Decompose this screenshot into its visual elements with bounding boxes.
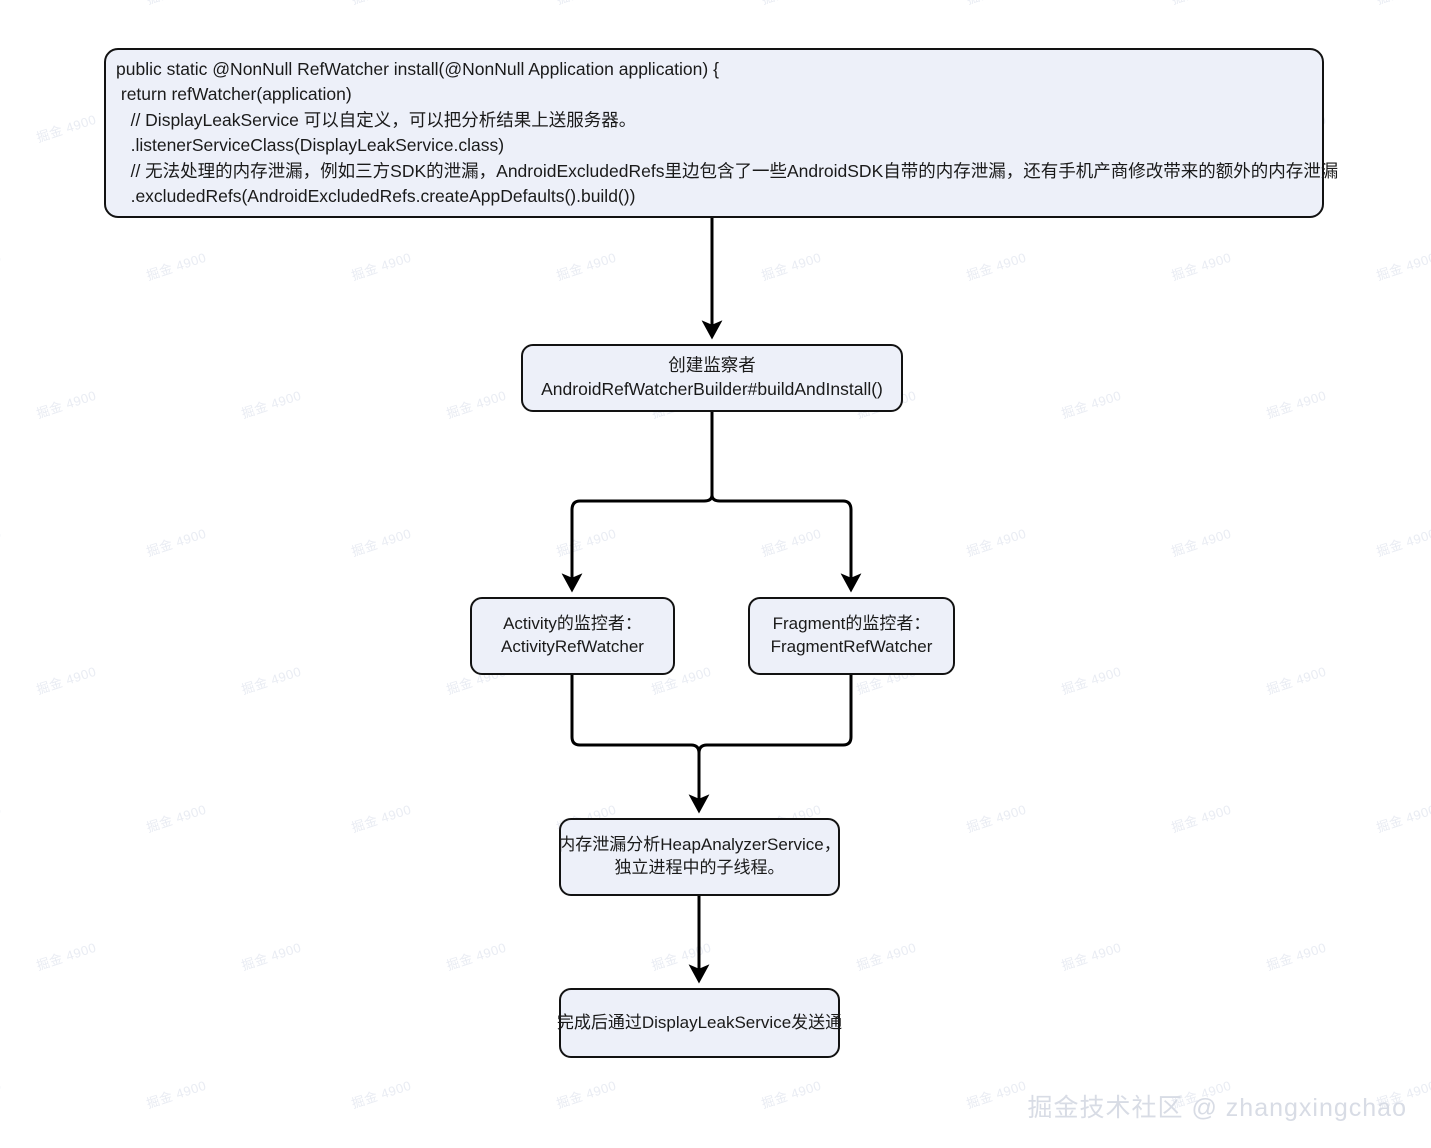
node-display-leak-service-notify: 完成后通过DisplayLeakService发送通 <box>556 988 843 1058</box>
node-heap-analyzer-service: 内存泄漏分析HeapAnalyzerService， 独立进程中的子线程。 <box>558 818 841 896</box>
edge-fragment-to-analyzer <box>697 675 853 810</box>
watermark-text: 掘金 4900 <box>1264 939 1329 974</box>
watermark-text: 掘金 4900 <box>144 801 209 836</box>
watermark-text: 掘金 4900 <box>1169 801 1234 836</box>
edge-activity-to-analyzer <box>570 675 710 814</box>
node-fragment-refwatcher: Fragment的监控者： FragmentRefWatcher <box>748 597 955 675</box>
node-line: Fragment的监控者： <box>772 614 931 634</box>
watermark-text: 掘金 4900 <box>349 801 414 836</box>
watermark-text: 掘金 4900 <box>759 525 824 560</box>
watermark-text: 掘金 4900 <box>1059 387 1124 422</box>
edge-builder-to-activity <box>561 494 714 593</box>
watermark-text: 掘金 4900 <box>349 1077 414 1112</box>
node-line: FragmentRefWatcher <box>770 637 933 656</box>
watermark-text: 掘金 4900 <box>0 525 4 559</box>
watermark-text: 掘金 4900 <box>554 0 619 8</box>
watermark-text: 掘金 4900 <box>34 111 99 146</box>
code-line: .excludedRefs(AndroidExcludedRefs.create… <box>116 186 636 206</box>
watermark-text: 掘金 4900 <box>1169 525 1234 560</box>
code-line: // 无法处理的内存泄漏，例如三方SDK的泄漏，AndroidExcludedR… <box>116 160 1339 181</box>
watermark-text: 掘金 4900 <box>554 1077 619 1112</box>
node-line: 内存泄漏分析HeapAnalyzerService， <box>558 835 841 855</box>
node-line: 独立进程中的子线程。 <box>614 858 785 877</box>
watermark-text: 掘金 4900 <box>349 525 414 560</box>
watermark-text: 掘金 4900 <box>964 525 1029 560</box>
watermark-text: 掘金 4900 <box>34 387 99 422</box>
watermark-text: 掘金 4900 <box>239 939 304 974</box>
watermark-text: 掘金 4900 <box>964 1077 1029 1112</box>
watermark-text: 掘金 4900 <box>0 249 4 283</box>
node-line: ActivityRefWatcher <box>501 637 644 656</box>
attribution-watermark: 掘金技术社区 @ zhangxingchao <box>1027 1094 1407 1122</box>
watermark-text: 掘金 4900 <box>144 525 209 560</box>
watermark-text: 掘金 4900 <box>554 249 619 284</box>
watermark-text: 掘金 4900 <box>759 1077 824 1112</box>
watermark-text: 掘金 4900 <box>1264 663 1329 698</box>
node-activity-refwatcher: Activity的监控者： ActivityRefWatcher <box>470 597 675 675</box>
node-line: 完成后通过DisplayLeakService发送通 <box>556 1012 843 1032</box>
watermark-text: 掘金 4900 <box>444 387 509 422</box>
watermark-text: 掘金 4900 <box>34 939 99 974</box>
watermark-text: 掘金 4900 <box>0 1077 4 1111</box>
watermark-text: 掘金 4900 <box>1059 663 1124 698</box>
watermark-text: 掘金 4900 <box>239 663 304 698</box>
watermark-text: 掘金 4900 <box>1374 249 1431 284</box>
code-block-node: public static @NonNull RefWatcher instal… <box>104 48 1338 218</box>
watermark-text: 掘金 4900 <box>444 939 509 974</box>
watermark-text: 掘金 4900 <box>349 249 414 284</box>
watermark-text: 掘金 4900 <box>0 0 3 8</box>
code-line: return refWatcher(application) <box>116 84 352 104</box>
watermark-text: 掘金 4900 <box>1264 387 1329 422</box>
watermark-text: 掘金 4900 <box>144 249 209 284</box>
node-line: 创建监察者 <box>668 355 756 376</box>
watermark-text: 掘金 4900 <box>964 249 1029 284</box>
watermark-text: 掘金 4900 <box>759 249 824 284</box>
watermark-text: 掘金 4900 <box>1374 801 1431 836</box>
watermark-text: 掘金 4900 <box>144 0 209 8</box>
watermark-text: 掘金 4900 <box>964 0 1029 8</box>
watermark-text: 掘金 4900 <box>349 0 414 8</box>
code-line: // DisplayLeakService 可以自定义，可以把分析结果上送服务器… <box>116 109 637 130</box>
watermark-text: 掘金 4900 <box>1169 249 1234 284</box>
watermark-text: 掘金 4900 <box>854 939 919 974</box>
watermark-text: 掘金 4900 <box>239 387 304 422</box>
watermark-text: 掘金 4900 <box>759 0 824 8</box>
edge-builder-to-fragment <box>710 494 862 593</box>
node-line: Activity的监控者： <box>503 614 642 634</box>
node-line: AndroidRefWatcherBuilder#buildAndInstall… <box>541 379 883 399</box>
watermark-text: 掘金 4900 <box>144 1077 209 1112</box>
code-line: .listenerServiceClass(DisplayLeakService… <box>116 135 505 155</box>
watermark-text: 掘金 4900 <box>0 801 4 835</box>
watermark-text: 掘金 4900 <box>649 939 714 974</box>
watermark-text: 掘金 4900 <box>964 801 1029 836</box>
watermark-text: 掘金 4900 <box>1374 0 1431 8</box>
watermark-text: 掘金 4900 <box>1059 939 1124 974</box>
watermark-text: 掘金 4900 <box>1169 0 1234 8</box>
code-line: public static @NonNull RefWatcher instal… <box>116 58 719 79</box>
watermark-text: 掘金 4900 <box>554 525 619 560</box>
watermark-text: 掘金 4900 <box>1374 525 1431 560</box>
node-create-refwatcher: 创建监察者 AndroidRefWatcherBuilder#buildAndI… <box>521 344 903 412</box>
watermark-text: 掘金 4900 <box>34 663 99 698</box>
